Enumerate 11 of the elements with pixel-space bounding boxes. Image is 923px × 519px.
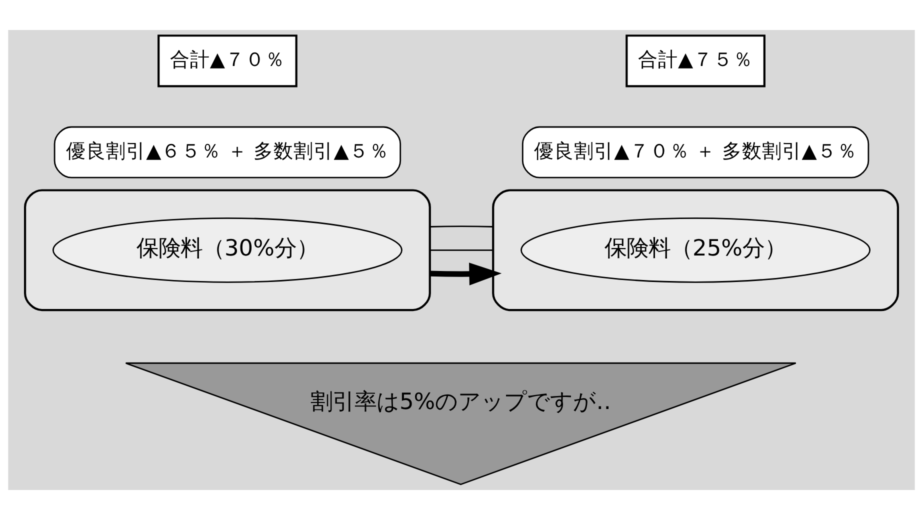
connector [430,225,494,227]
node-box: 優良割引▲６５％ ＋ 多数割引▲５％ [54,126,402,178]
node-box: 合計▲７０％ [158,34,298,87]
node-box: 合計▲７５％ [626,34,766,87]
arrow [430,262,502,285]
node-ellipse: 保険料（30%分） [52,216,402,282]
cluster [492,188,899,311]
node-ellipse: 保険料（25%分） [520,216,871,282]
connector [430,248,494,250]
cluster [24,188,431,311]
node-box: 優良割引▲７０％ ＋ 多数割引▲５％ [522,126,870,178]
